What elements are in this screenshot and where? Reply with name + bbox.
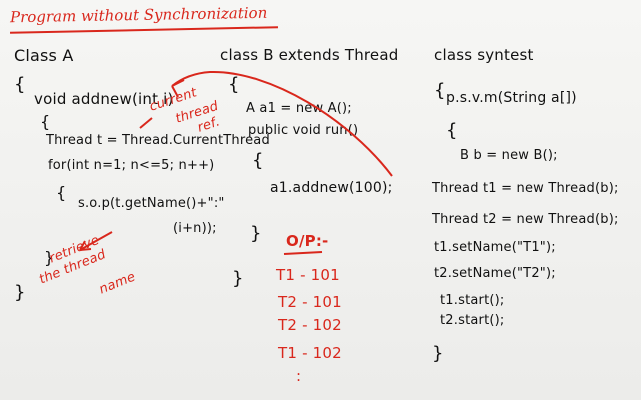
syntest-line: { [434, 80, 446, 101]
syntest-line: } [432, 343, 444, 364]
class-a-line: { [14, 74, 26, 95]
class-a-line: { [40, 112, 51, 131]
class-a-line: void addnew(int i) [34, 90, 174, 108]
class-b-line: { [252, 150, 264, 171]
syntest-line: p.s.v.m(String a[]) [446, 90, 577, 106]
class-b-line: public void run() [248, 123, 359, 138]
class-b-line: { [228, 74, 240, 95]
output-line: T2 - 102 [278, 316, 342, 334]
syntest-line: B b = new B(); [460, 148, 558, 163]
class-a-line: (i+n)); [173, 221, 217, 236]
syntest-line: { [446, 120, 458, 141]
syntest-line: t2.start(); [440, 313, 505, 328]
call-arrowhead [171, 79, 185, 98]
getname-arrowhead [79, 240, 92, 251]
syntest-line: t2.setName("T2"); [434, 266, 556, 281]
class-a-line: s.o.p(t.getName()+":" [78, 196, 225, 211]
class-b-header: class B extends Thread [220, 46, 399, 64]
output-line: T2 - 101 [278, 293, 342, 311]
syntest-line: t1.start(); [440, 293, 505, 308]
class-a-line: } [44, 248, 55, 267]
class-b-line: a1.addnew(100); [270, 180, 393, 196]
output-ellipsis: : [296, 367, 302, 385]
output-label: O/P:- [286, 232, 329, 250]
syntest-line: t1.setName("T1"); [434, 240, 556, 255]
class-a-header: Class A [14, 46, 74, 65]
class-b-line: } [232, 268, 244, 289]
class-a-line: { [56, 183, 67, 202]
output-line: T1 - 102 [278, 344, 342, 362]
class-a-line: Thread t = Thread.CurrentThread [46, 133, 270, 148]
current-thread-pointer [139, 117, 153, 129]
syntest-line: Thread t2 = new Thread(b); [432, 212, 619, 227]
output-line: T1 - 101 [276, 266, 340, 284]
class-b-line: } [250, 223, 262, 244]
call-arrow [171, 70, 393, 177]
syntest-line: Thread t1 = new Thread(b); [432, 181, 619, 196]
getname-pointer [79, 231, 113, 251]
output-underline [283, 251, 323, 255]
class-a-line: } [14, 282, 26, 303]
syntest-header: class syntest [434, 46, 534, 64]
class-a-line: for(int n=1; n<=5; n++) [48, 158, 215, 173]
